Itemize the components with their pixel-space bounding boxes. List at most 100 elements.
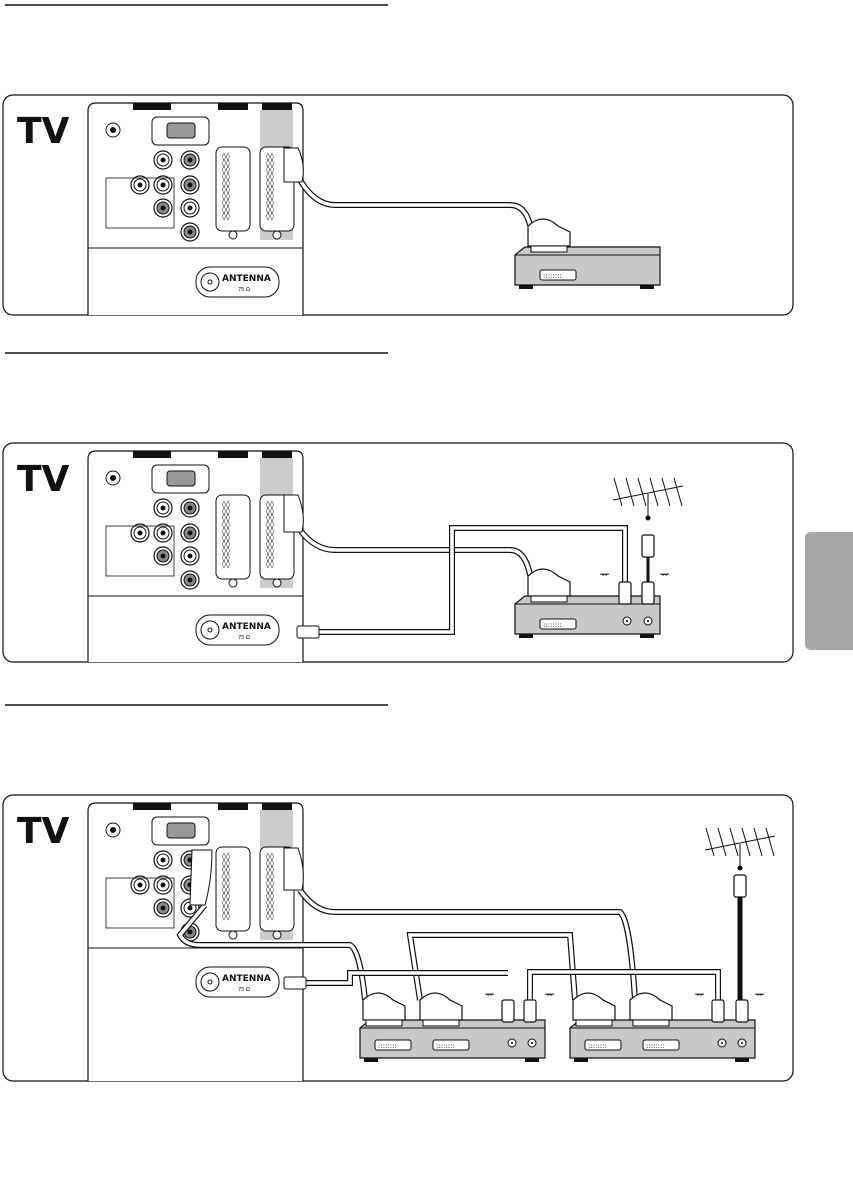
rca-jack — [187, 205, 193, 211]
rca-jack — [187, 182, 193, 188]
audio-jack — [110, 127, 116, 133]
label-tab — [218, 451, 248, 458]
rf-plug — [641, 581, 655, 605]
scart-pin: ◊◊ — [222, 852, 230, 861]
scart-pin: ◊◊ — [222, 892, 230, 901]
antenna-element — [729, 827, 739, 857]
vga-port — [166, 470, 196, 487]
scart-pin: ◊◊ — [266, 540, 274, 549]
scart-pin: ◊◊ — [266, 165, 274, 174]
rca-jack — [160, 905, 166, 911]
rf-socket — [511, 1042, 513, 1044]
scart-pin: ◊◊ — [222, 546, 230, 555]
device-foot — [525, 1058, 539, 1062]
device-scart-pins: :::::::: — [543, 621, 562, 629]
scart-plug-tv — [189, 849, 213, 906]
impedance-label: 75 Ω — [238, 987, 250, 993]
antenna-element — [741, 827, 751, 857]
rca-jack — [187, 530, 193, 536]
antenna-element — [613, 477, 623, 507]
impedance-label: 75 Ω — [238, 287, 250, 293]
device-foot — [640, 634, 654, 638]
scart-pin: ◊◊ — [266, 852, 274, 861]
rca-jack — [160, 505, 166, 511]
cable — [298, 179, 532, 226]
rf-socket — [531, 1042, 533, 1044]
rca-jack — [160, 530, 166, 536]
antenna-socket — [207, 627, 213, 633]
cable — [298, 528, 532, 576]
antenna-element — [705, 827, 715, 857]
scart-plug — [422, 1019, 460, 1027]
rca-jack — [160, 157, 166, 163]
scart-plug-tv — [283, 147, 304, 183]
vga-port — [166, 122, 196, 139]
scart-screw — [228, 230, 238, 240]
diagram-panel-1: TV◊◊◊◊◊◊◊◊◊◊◊◊◊◊◊◊◊◊◊◊◊◊◊◊◊◊◊◊◊◊◊◊◊◊◊◊◊◊… — [2, 4, 794, 316]
device-scart-pins: :::::::: — [646, 1042, 665, 1050]
rf-socket — [647, 620, 649, 622]
scart-pin: ◊◊ — [266, 865, 274, 874]
antenna-element — [625, 477, 635, 507]
rca-jack — [160, 882, 166, 888]
rca-jack — [160, 553, 166, 559]
rf-socket — [626, 620, 628, 622]
rf-symbol: ᅲ — [485, 990, 494, 1001]
scart-pin: ◊◊ — [222, 178, 230, 187]
label-tab — [218, 103, 248, 110]
scart-plug — [575, 1019, 613, 1027]
scart-plug-tv — [283, 494, 304, 533]
device-scart — [374, 1039, 412, 1051]
input-group — [105, 177, 175, 229]
scart-pin: ◊◊ — [266, 507, 274, 516]
scart-pin: ◊◊ — [222, 192, 230, 201]
device-foot — [574, 1058, 588, 1062]
rf-plug — [641, 534, 655, 558]
scart-pin: ◊◊ — [222, 878, 230, 887]
audio-jack — [110, 827, 116, 833]
scart-pin: ◊◊ — [222, 513, 230, 522]
antenna-element — [661, 477, 671, 507]
scart-pin: ◊◊ — [266, 885, 274, 894]
rf-plug-tv — [296, 625, 320, 639]
scart-plug — [530, 245, 568, 253]
device-scart-pins: :::::::: — [378, 1042, 397, 1050]
scart-pin: ◊◊ — [222, 898, 230, 907]
scart-pin: ◊◊ — [266, 211, 274, 220]
scart-pin: ◊◊ — [222, 520, 230, 529]
scart-pin: ◊◊ — [266, 898, 274, 907]
cable — [298, 888, 637, 1001]
scart-pin: ◊◊ — [266, 520, 274, 529]
rca-jack — [187, 577, 193, 583]
antenna-socket-plate — [195, 966, 280, 998]
scart-pin: ◊◊ — [222, 152, 230, 161]
cable — [300, 526, 627, 634]
rca-jack — [160, 857, 166, 863]
rf-plug — [733, 874, 747, 898]
scart-pin: ◊◊ — [266, 513, 274, 522]
rf-plug — [523, 999, 537, 1023]
scart-pin: ◊◊ — [222, 533, 230, 542]
scart-plug — [530, 595, 568, 603]
rf-symbol: ᅲ — [545, 990, 554, 1001]
scart-pin: ◊◊ — [266, 872, 274, 881]
rf-socket — [721, 1042, 723, 1044]
scart-pin: ◊◊ — [222, 540, 230, 549]
scart-pin: ◊◊ — [266, 152, 274, 161]
tv-label: TV — [17, 459, 70, 500]
scart-pin: ◊◊ — [266, 178, 274, 187]
device-scart-pins: :::::::: — [543, 272, 562, 280]
rca-jack — [137, 530, 143, 536]
scart-plug — [629, 992, 673, 1021]
scart-pin: ◊◊ — [266, 559, 274, 568]
scart-pin: ◊◊ — [266, 859, 274, 868]
scart-pin: ◊◊ — [266, 500, 274, 509]
scart-pin: ◊◊ — [266, 526, 274, 535]
label-tab — [262, 103, 292, 110]
device-scart — [539, 618, 577, 630]
rf-symbol: ᅲ — [695, 990, 704, 1001]
device-scart — [642, 1039, 680, 1051]
scart-pin: ◊◊ — [222, 159, 230, 168]
rf-plug — [711, 999, 725, 1023]
scart-pin: ◊◊ — [266, 192, 274, 201]
